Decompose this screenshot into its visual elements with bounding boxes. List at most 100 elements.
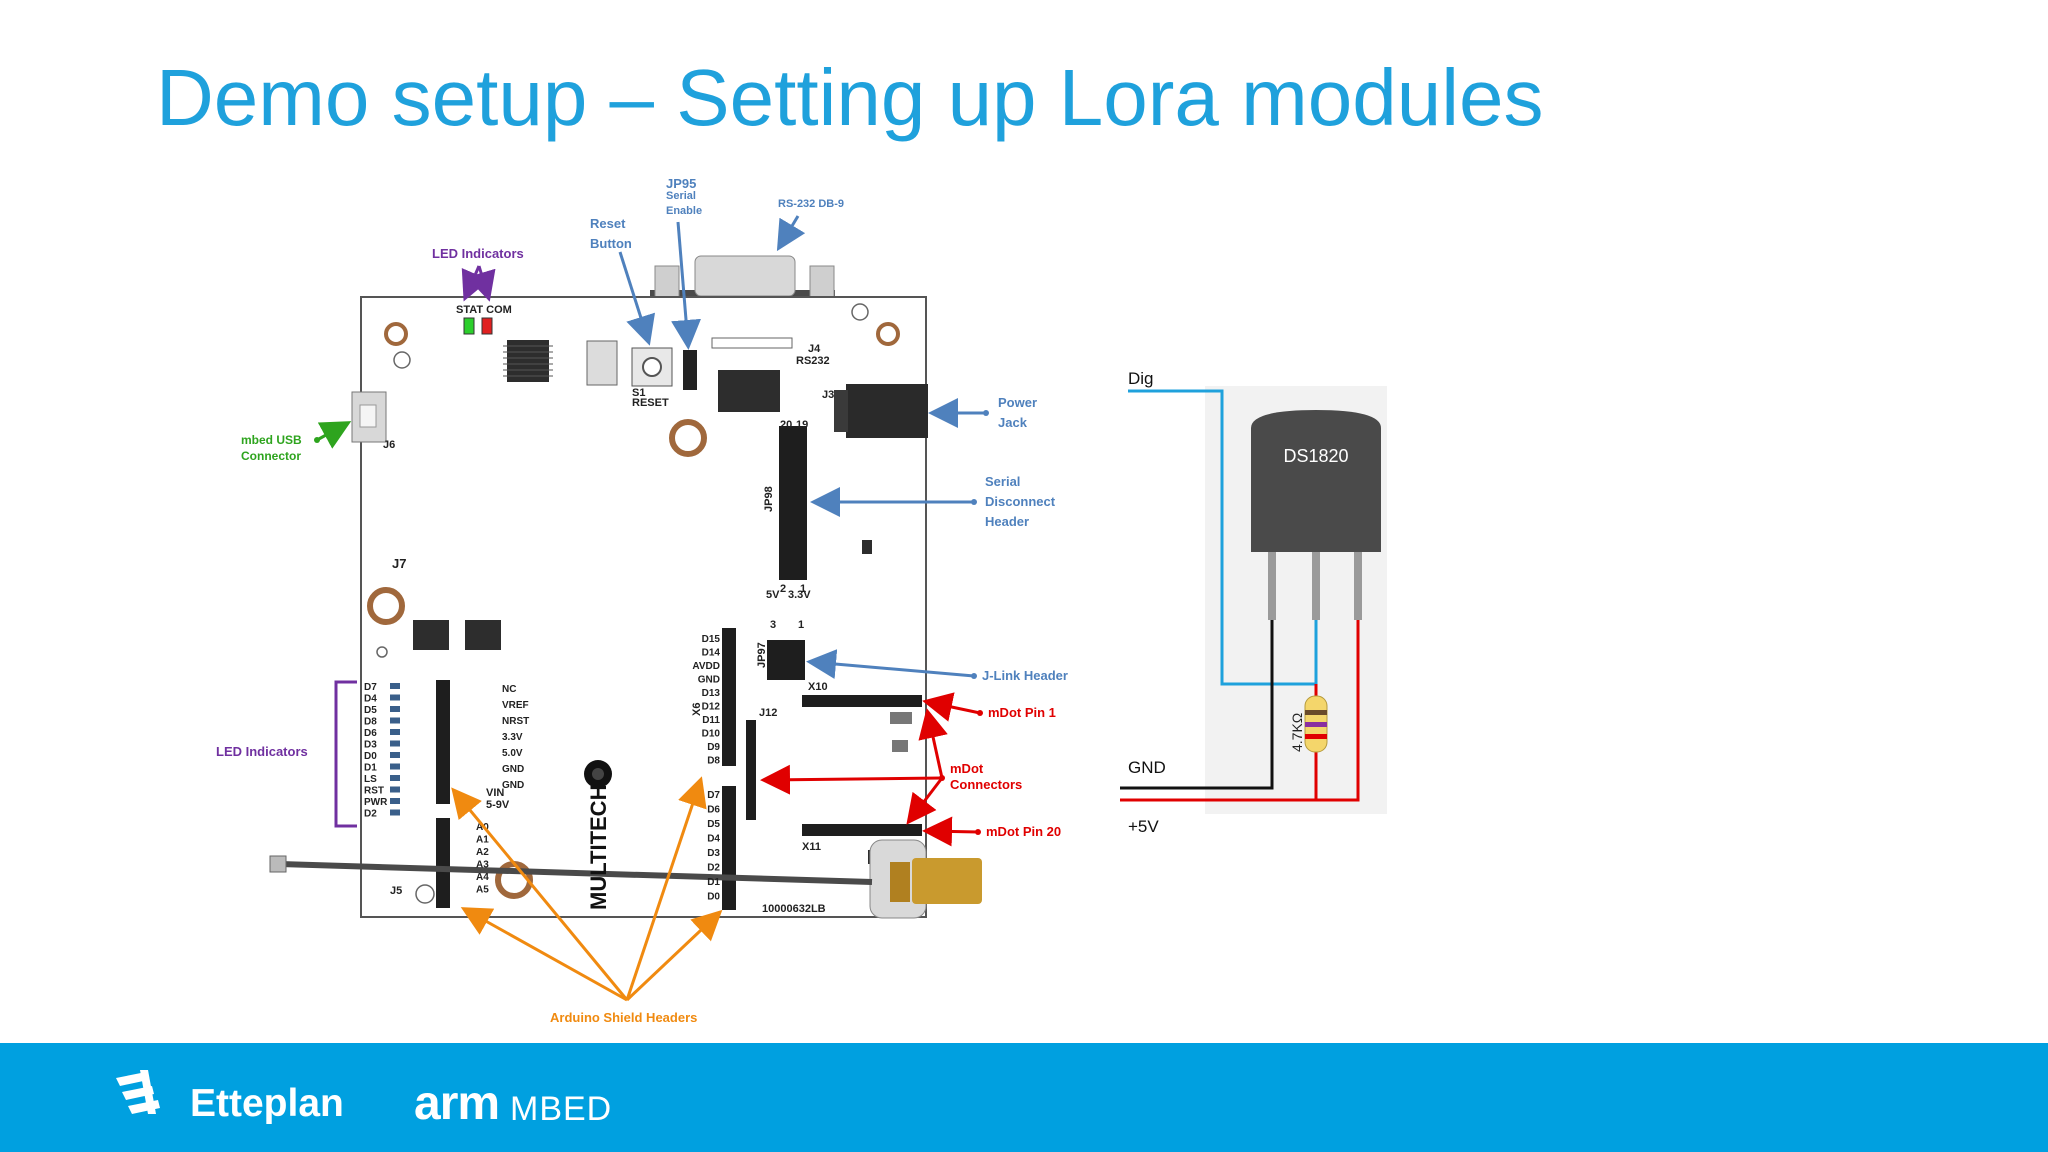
callout-serial-disconnect: Disconnect [985,494,1056,509]
callout-serial-header: Header [985,514,1029,529]
silk-power-label: VREF [502,700,529,711]
led-top-arrow-1 [461,265,490,302]
silk-digital-label: D7 [707,790,720,801]
led-left-bracket [334,680,357,828]
callout-power-jack: Jack [998,415,1028,430]
x11-header [802,824,922,836]
vcc-wire [1120,620,1360,802]
com-led [481,317,493,335]
callout-jlink: J-Link Header [982,668,1068,683]
silk-pin20: 20 [780,419,792,431]
silk-led-label: D3 [364,740,377,751]
mount-hole [669,419,707,457]
chip-leg-gnd [1268,552,1276,620]
silk-digital-label: D13 [702,688,721,699]
silk-s1: S1 [632,387,645,399]
callout-mbed-usb: mbed USB [241,433,302,447]
silk-j5: J5 [390,885,402,897]
callout-jp95-serial: Serial [666,190,696,202]
stat-led [463,317,475,335]
silk-led-label: LS [364,774,377,785]
led-pad [390,740,400,747]
silk-vin: VIN [486,787,504,799]
mbed-usb-arrow [316,421,352,449]
callout-jp95: JP95 [666,176,696,191]
silk-power-label: GND [502,780,524,791]
led-top-arrow-2 [466,265,496,302]
silk-1: 1 [798,619,804,631]
callout-power: Power [998,395,1037,410]
mdot-pin1-arrow [922,692,981,722]
vcc-label: +5V [1128,817,1159,836]
silk-x11: X11 [802,841,821,853]
silk-digital-label: D8 [707,756,720,767]
callout-rs232: RS-232 DB-9 [778,198,844,210]
led-pad [390,798,400,804]
silk-analog-label: A3 [476,860,489,871]
x10-header [802,695,922,707]
digital-header-bottom [722,786,736,910]
silk-x10: X10 [808,681,828,693]
silk-led-label: D4 [364,694,377,705]
sensor-circuit: DS1820 4.7KΩ Dig GND +5V [1120,369,1387,836]
mdot-conn-arrow-2 [760,764,943,795]
jp95-arrow [671,221,701,350]
silk-power-label: NC [502,684,516,695]
power-header [436,680,450,804]
chip-leg-dq [1312,552,1320,620]
silk-analog-label: A2 [476,847,489,858]
silk-5v: 5V [766,589,780,601]
mdot-conn-arrow-1 [918,708,948,779]
mdot-pin20-arrow [922,816,979,847]
lora-board: STAT COM J4 RS232 S1 RESET J3 J6 J7 J5 2… [269,255,982,919]
mbed-wordmark: MBED [510,1090,613,1128]
callout-led-left: LED Indicators [216,744,308,759]
silk-digital-label: D3 [707,848,720,859]
mount-hole [367,587,405,625]
silk-power-label: 3.3V [502,732,523,743]
callout-mdot: mDot [950,761,984,776]
callout-serial: Serial [985,474,1020,489]
chip-leg-vdd [1354,552,1362,620]
silk-digital-label: AVDD [692,661,720,672]
led-pad [390,694,400,701]
silk-j6: J6 [383,439,395,451]
silk-led-label: D0 [364,751,377,762]
sma-connector [890,862,910,902]
silk-led-label: D7 [364,682,377,693]
mcu-chip [507,340,549,382]
silk-digital-label: D14 [702,648,721,659]
silk-x6: X6 [691,703,703,716]
diagram-canvas: STAT COM J4 RS232 S1 RESET J3 J6 J7 J5 2… [216,176,1387,1025]
dig-label: Dig [1128,369,1154,388]
mount-hole [876,322,900,346]
callout-mbed-usb-connector: Connector [241,449,301,463]
slide-title: Demo setup – Setting up Lora modules [156,53,1544,142]
ds1820-chip [1251,410,1381,552]
micro-usb-connector [351,391,387,443]
callout-jp95-enable: Enable [666,205,702,217]
silk-j3: J3 [822,389,834,401]
silk-analog-label: A4 [476,872,489,883]
silk-digital-label: D9 [707,742,720,753]
jp98-header [779,426,807,580]
silk-digital-label: D11 [702,715,720,726]
silk-3: 3 [770,619,776,631]
power-jack [846,384,928,438]
silk-led-label: D8 [364,717,377,728]
silk-pin2: 2 [780,583,786,595]
digital-header-top [722,628,736,766]
jlink-header [767,640,805,680]
mdot-conn-arrow-3 [906,777,944,825]
led-pad [390,763,400,770]
silk-digital-label: D10 [702,729,721,740]
silk-digital-label: D15 [702,634,721,645]
silk-led-label: D6 [364,728,377,739]
led-pad [390,752,400,758]
gnd-wire [1120,620,1274,790]
callout-mdot-pin20: mDot Pin 20 [986,824,1061,839]
